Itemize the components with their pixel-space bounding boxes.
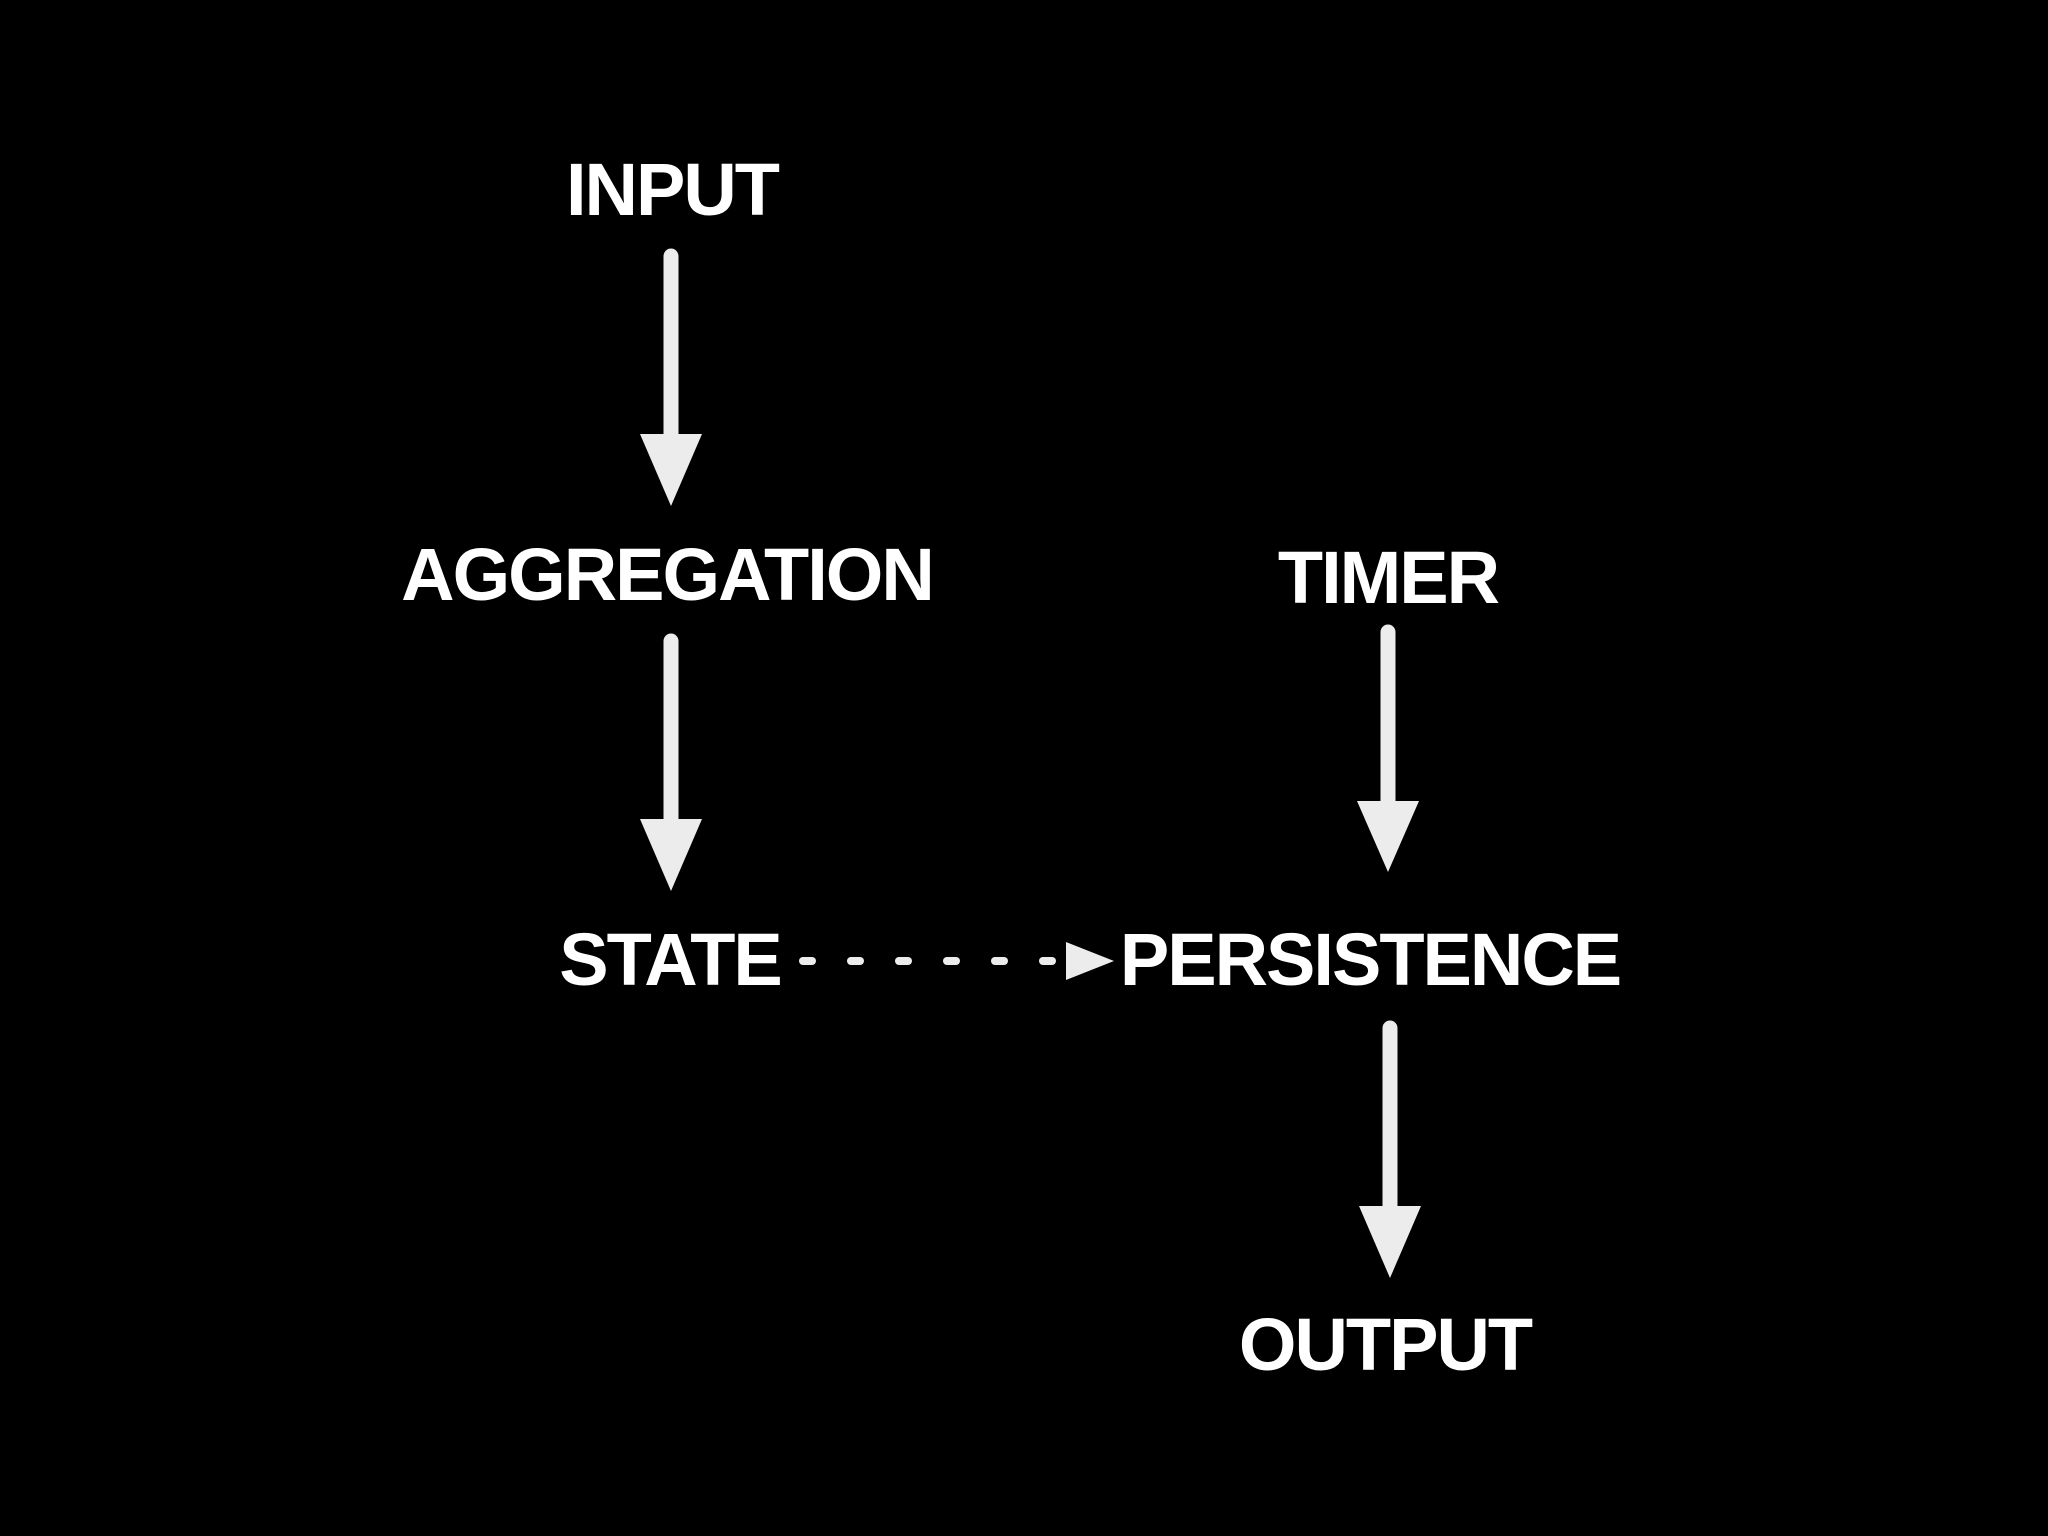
arrow-timer-to-persistence-icon	[1357, 624, 1419, 872]
node-output: OUTPUT	[1238, 1303, 1533, 1386]
node-input: INPUT	[566, 148, 780, 231]
dash	[847, 957, 864, 965]
node-aggregation: AGGREGATION	[401, 533, 935, 616]
dash	[1039, 957, 1056, 965]
node-state: STATE	[559, 918, 783, 1001]
dash	[943, 957, 960, 965]
dash	[895, 957, 912, 965]
arrow-state-to-persistence	[799, 941, 1116, 981]
node-persistence: PERSISTENCE	[1119, 918, 1622, 1001]
arrow-persistence-to-output-icon	[1359, 1020, 1421, 1278]
arrow-aggregation-to-state-icon	[640, 633, 702, 891]
dash	[799, 957, 816, 965]
dash	[991, 957, 1008, 965]
arrow-input-to-aggregation-icon	[640, 248, 702, 506]
arrowhead-right-icon	[1066, 942, 1114, 980]
node-timer: TIMER	[1277, 536, 1500, 619]
